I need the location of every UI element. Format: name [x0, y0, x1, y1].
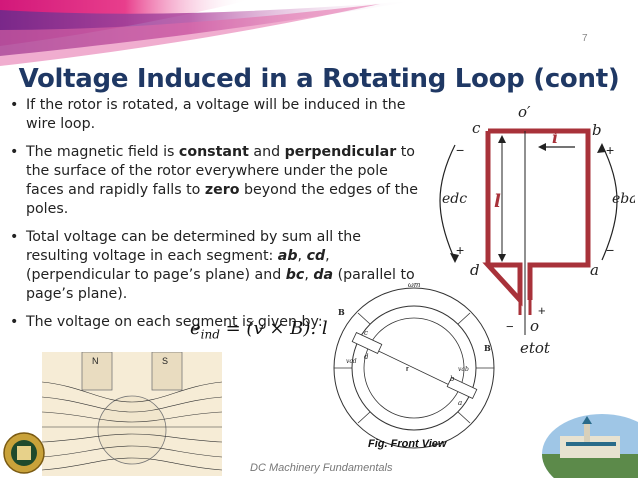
induced-voltage-equation: eind = (v × B). l [190, 318, 328, 342]
label-B-left: B [338, 307, 345, 317]
front-view-diagram: B B ωm r c d b a vcd vab [333, 283, 495, 449]
bullet-text-run: The voltage on each segment is given by: [26, 314, 323, 330]
rotating-loop-diagram: o′ i l c b d a − + edc + − eba o + − eto… [439, 103, 635, 357]
current-arrow [538, 143, 546, 151]
label-b-front: b [450, 375, 455, 383]
label-c: c [472, 119, 481, 137]
label-r: r [406, 366, 409, 373]
label-a: a [590, 261, 599, 279]
bullet-text-run: , [297, 248, 307, 264]
label-plus-left: + [456, 242, 464, 258]
slide-footer: DC Machinery Fundamentals [250, 462, 393, 474]
label-c-front: c [364, 329, 368, 337]
label-i: i [552, 128, 558, 147]
magnetic-field-diagram: N S [42, 352, 222, 476]
campus-building-photo [542, 414, 638, 478]
bullet-text-run: ab [277, 248, 298, 264]
bullet-item: Total voltage can be determined by sum a… [8, 228, 418, 304]
label-etot: etot [520, 339, 551, 357]
bullet-text-run: perpendicular [284, 144, 397, 160]
bullet-text-run: constant [178, 144, 249, 160]
label-vcd: vcd [346, 358, 357, 365]
label-plus-term: + [538, 303, 546, 318]
bullet-item: If the rotor is rotated, a voltage will … [8, 96, 418, 134]
front-view-caption: Fig. Front View [368, 438, 447, 450]
label-d: d [470, 261, 480, 279]
label-o-prime: o′ [518, 103, 531, 121]
label-a-front: a [458, 399, 462, 407]
bullet-text-run: bc [285, 267, 305, 283]
label-minus-right: − [606, 242, 614, 258]
bullet-text-run: cd [306, 248, 326, 264]
university-seal-logo [3, 432, 45, 474]
label-plus-right: + [606, 142, 614, 158]
label-edc: edc [442, 191, 467, 207]
loop-wire [482, 128, 591, 307]
bullet-text-run: da [313, 267, 334, 283]
bullet-text-run: ,(perpendicular to page’s plane) and [26, 248, 330, 283]
label-d-front: d [364, 353, 369, 361]
bullet-text-run: beyond the edges of the poles. [26, 182, 418, 217]
label-N: N [92, 356, 99, 366]
bullet-item: The magnetic field is constant and perpe… [8, 143, 418, 219]
slide-title: Voltage Induced in a Rotating Loop (cont… [18, 64, 620, 94]
header-banner [0, 0, 420, 66]
bullet-text-run: (parallel to page’s plane). [26, 267, 415, 302]
label-S: S [162, 356, 168, 366]
bullet-text-run: zero [204, 182, 240, 198]
equation-subscript: ind [200, 327, 220, 342]
bullet-item: The voltage on each segment is given by: [8, 313, 418, 332]
label-vab: vab [458, 366, 469, 373]
bullet-text-run: and [248, 144, 285, 160]
label-minus-term: − [506, 319, 514, 334]
bullet-text-run: The magnetic field is [26, 144, 179, 160]
equation-symbol: e [190, 318, 201, 339]
bullet-list: If the rotor is rotated, a voltage will … [8, 96, 418, 341]
bullet-text-run: , [304, 267, 314, 283]
bullet-text-run: Total voltage can be determined by sum a… [26, 229, 362, 264]
bullet-text-run: If the rotor is rotated, a voltage will … [26, 97, 406, 132]
label-b: b [592, 121, 602, 139]
equation-rest: = (v × B). l [219, 318, 328, 339]
label-l: l [494, 191, 501, 212]
bullet-text-run: to the surface of the rotor everywhere u… [26, 144, 415, 198]
label-omega: ωm [408, 283, 421, 289]
page-number: 7 [582, 33, 588, 44]
label-o: o [530, 317, 539, 335]
label-eba: eba [612, 191, 635, 207]
label-B-right: B [484, 343, 491, 353]
label-minus-left: − [456, 142, 464, 158]
